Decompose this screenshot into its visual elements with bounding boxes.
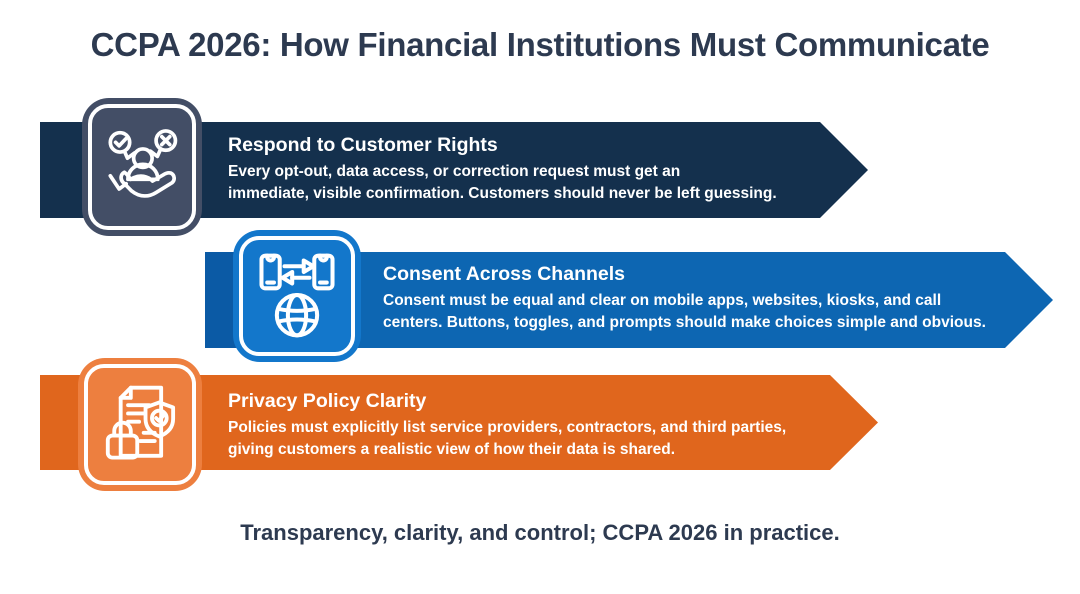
consent-channels-icon: [233, 230, 361, 362]
banner-text-block: Consent Across Channels Consent must be …: [383, 262, 1033, 334]
banner-title: Privacy Policy Clarity: [228, 390, 427, 412]
banner-title: Respond to Customer Rights: [228, 134, 498, 156]
icon-frame: [88, 104, 196, 230]
icon-frame: [84, 364, 196, 485]
customer-rights-icon: [82, 98, 202, 236]
banner-title: Consent Across Channels: [383, 263, 625, 285]
consent-channels-icon-glyph: [259, 253, 335, 338]
privacy-policy-icon: [78, 358, 202, 491]
icon-frame: [239, 236, 355, 356]
banner-text-block: Privacy Policy Clarity Policies must exp…: [228, 389, 858, 461]
footer-tagline: Transparency, clarity, and control; CCPA…: [240, 520, 840, 545]
banner-body: Consent must be equal and clear on mobil…: [383, 292, 986, 331]
customer-rights-icon-glyph: [108, 129, 178, 198]
privacy-policy-icon-glyph: [105, 385, 176, 460]
banner-body: Policies must explicitly list service pr…: [228, 419, 787, 458]
banner-body: Every opt-out, data access, or correctio…: [228, 163, 777, 202]
page-title: CCPA 2026: How Financial Institutions Mu…: [90, 26, 990, 63]
banner-text-block: Respond to Customer Rights Every opt-out…: [228, 133, 848, 205]
